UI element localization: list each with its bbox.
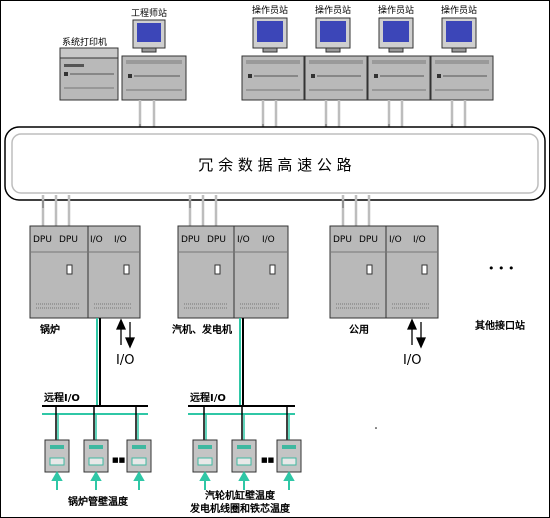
remote-io-more-dots-boiler: ■■ [112,456,125,464]
data-highway-label: 冗 余 数 据 高 速 公 路 [198,156,351,174]
stray-dot [375,427,377,429]
printer [59,47,119,101]
sensor-arrows-boiler [51,470,145,490]
operator-station-2 [304,17,368,101]
other-stations-label: 其他接口站 [475,319,525,332]
data-highway-inner [11,133,539,194]
dpu-label-turbine-a: DPU [181,235,200,245]
io-arrow-common [406,318,427,349]
operator-station-label-4: 操作员站 [441,4,477,16]
dpu-label-turbine-b: DPU [207,235,226,245]
remote-io-modules-turbine [192,439,302,473]
cabinet-group-common [329,225,439,319]
remote-io-bus-boiler [42,318,148,440]
cabinet-label-turbine: 汽机、发电机 [172,323,232,336]
cabinet-label-common: 公用 [349,324,369,336]
cabinet-group-turbine [177,225,289,319]
io-module-label-boiler-a: I/O [90,235,103,245]
dpu-label-common-b: DPU [359,235,378,245]
operator-station-label-1: 操作员站 [252,4,288,16]
remote-io-modules-boiler [44,439,152,473]
operator-station-3 [367,17,431,101]
io-module-label-turbine-a: I/O [237,235,250,245]
remote-caption-turbine-2: 发电机线圈和铁芯温度 [189,502,291,515]
remote-caption-turbine-1: 汽轮机缸壁温度 [205,489,276,502]
io-module-label-boiler-b: I/O [114,235,127,245]
remote-caption-boiler: 锅炉管壁温度 [68,495,129,508]
engineer-station-label: 工程师站 [131,7,167,19]
dpu-label-boiler-b: DPU [59,235,78,245]
operator-station-label-2: 操作员站 [315,4,351,16]
io-module-label-turbine-b: I/O [262,235,275,245]
printer-label: 系统打印机 [62,36,107,48]
bottom-cable-joints [42,200,344,208]
remote-io-label-turbine: 远程I/O [190,391,226,404]
sensor-arrows-turbine [199,470,295,490]
remote-io-bus-turbine [188,318,295,440]
remote-io-label-boiler: 远程I/O [44,391,80,404]
operator-station-4 [430,17,494,101]
operator-station-1 [241,17,305,101]
io-arrow-label-common: I/O [403,353,421,368]
dpu-label-common-a: DPU [333,235,352,245]
io-module-label-common-a: I/O [389,235,402,245]
ellipsis: • • • [488,262,514,275]
io-module-label-common-b: I/O [413,235,426,245]
io-arrow-label-boiler: I/O [116,353,134,368]
dpu-label-boiler-a: DPU [33,235,52,245]
cabinet-label-boiler: 锅炉 [40,323,60,336]
cabinet-group-boiler [29,225,141,319]
operator-station-label-3: 操作员站 [378,4,414,16]
io-arrow-boiler [115,318,136,349]
engineer-station [121,19,187,101]
remote-io-more-dots-turbine: ■■ [261,456,274,464]
